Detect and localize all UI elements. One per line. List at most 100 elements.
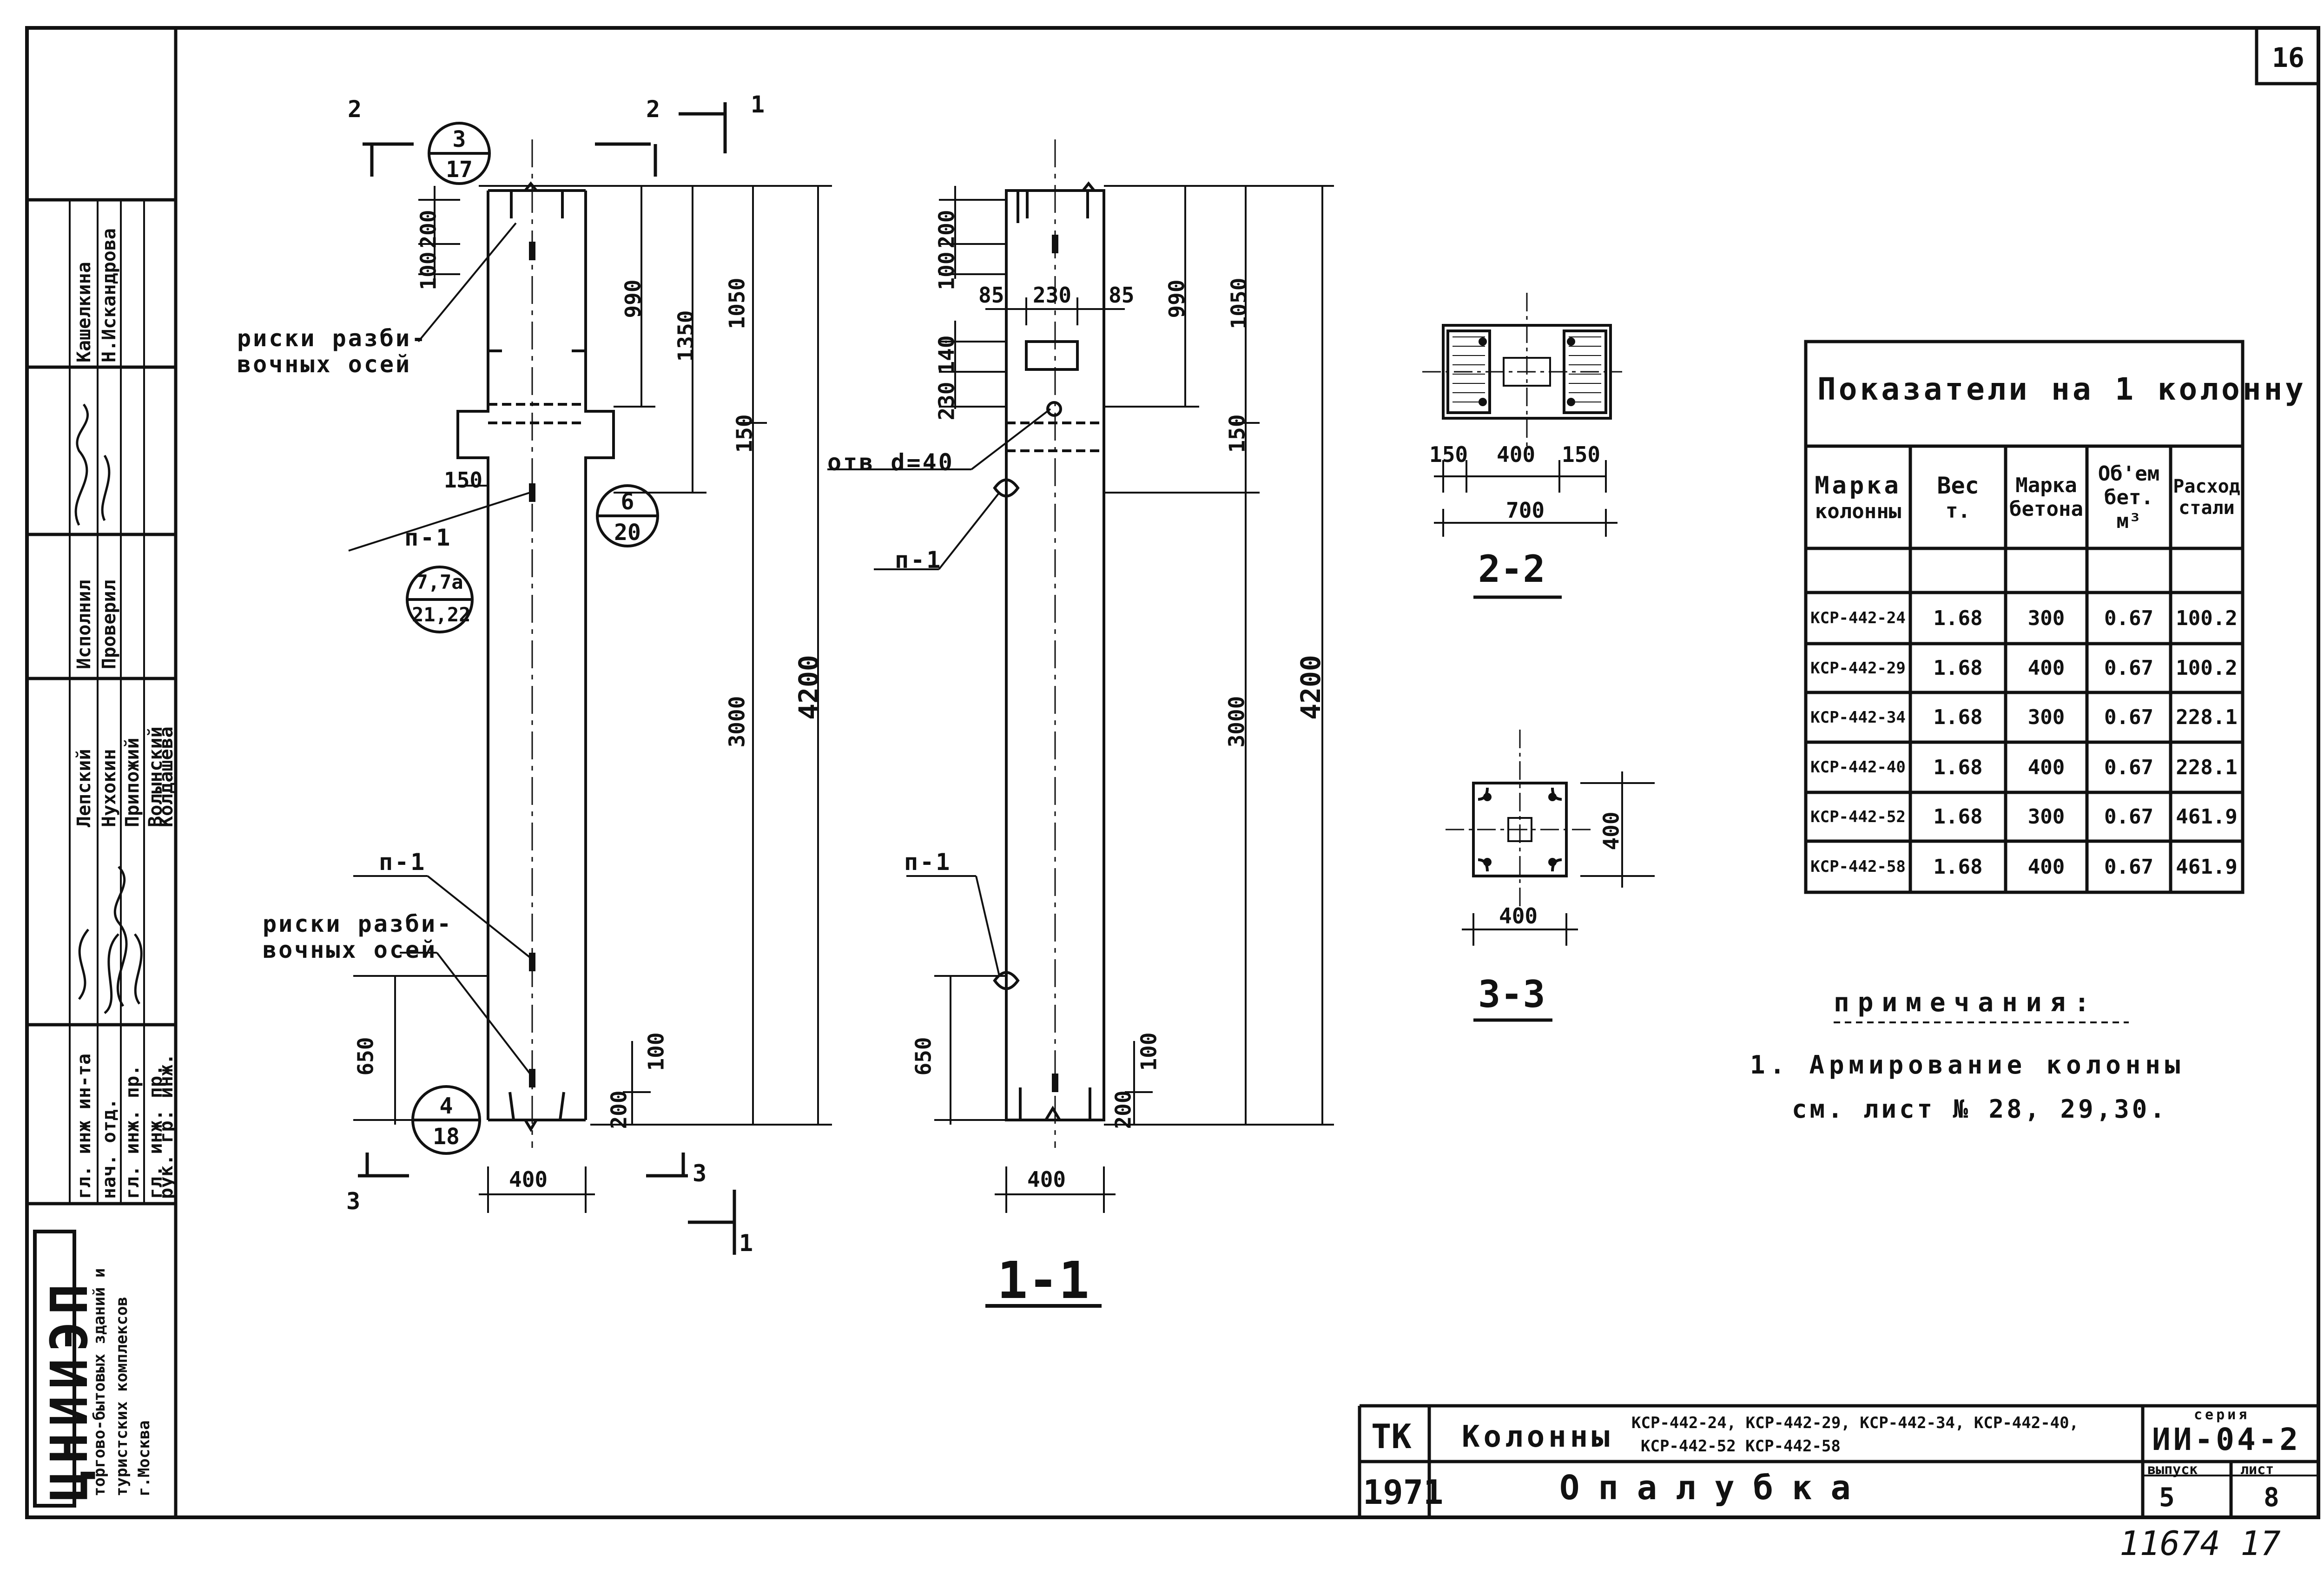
- dim-sect-85a: 85: [978, 283, 1004, 308]
- table-cell: 0.67: [2104, 855, 2153, 879]
- dim-sect-200: 200: [934, 210, 959, 249]
- table-cell: 300: [2027, 606, 2065, 630]
- cut-mark-2b: 2: [646, 96, 662, 123]
- table-title: Показатели на 1 колонну: [1817, 371, 2306, 407]
- title-issue-label: выпуск: [2147, 1462, 2198, 1478]
- cut-mark-3a: 3: [346, 1188, 363, 1215]
- dim-sect-990: 990: [1164, 279, 1189, 318]
- table-header-volume-l1: Об'ем: [2098, 461, 2160, 486]
- table-cell: 0.67: [2104, 805, 2153, 829]
- dim-sect-400: 400: [1027, 1167, 1066, 1192]
- table-header-mark-l1: Марка: [1815, 471, 1901, 500]
- title-series: ИИ-04-2: [2152, 1422, 2301, 1457]
- table-header-volume: Об'ем бет. м³: [2087, 448, 2171, 546]
- table-cell: 228.1: [2176, 755, 2238, 779]
- table-cell: 1.68: [1933, 656, 1983, 680]
- table-cell: 300: [2027, 705, 2065, 729]
- label-otv: отв d=40: [827, 449, 954, 476]
- table-cell: КСР-442-52: [1810, 807, 1906, 826]
- callout-1-bot: 17: [446, 157, 473, 183]
- table-cell: 1.68: [1933, 606, 1983, 630]
- section-title-3-3: 3-3: [1478, 973, 1545, 1016]
- table-cell: 400: [2027, 755, 2065, 779]
- table-cell: КСР-442-29: [1810, 659, 1906, 678]
- table-header-concrete-l2: бетона: [2009, 497, 2083, 521]
- dim-22-a: 150: [1429, 442, 1468, 467]
- dim-elev-150h: 150: [444, 468, 483, 493]
- table-cell: 0.67: [2104, 705, 2153, 729]
- title-subtitle: Опалубка: [1559, 1468, 1869, 1507]
- title-tk: ТК: [1371, 1417, 1412, 1456]
- dim-22-total: 700: [1506, 498, 1545, 523]
- table-cell: 100.2: [2176, 656, 2238, 680]
- callout-2-top: 6: [621, 489, 634, 515]
- notes-item-1: 1. Армирование колонны: [1750, 1050, 2185, 1080]
- dim-sect-140: 140: [934, 335, 959, 374]
- table-header-steel-l1: Расход: [2173, 476, 2240, 497]
- dim-22-b: 400: [1497, 442, 1536, 467]
- dim-elev-200: 200: [416, 210, 441, 249]
- title-series-label: серия: [2194, 1407, 2250, 1423]
- dim-elev-1050: 1050: [724, 277, 750, 329]
- dim-sect-230: 230: [1033, 283, 1072, 308]
- dim-sect-230v: 230: [934, 382, 959, 421]
- dim-33-h: 400: [1598, 811, 1624, 850]
- notes-title: примечания:: [1834, 988, 2098, 1018]
- dim-elev-400: 400: [509, 1167, 548, 1192]
- table-cell: 461.9: [2176, 805, 2238, 829]
- callout-4-top: 4: [439, 1093, 453, 1119]
- dim-sect-4200: 4200: [1294, 655, 1327, 720]
- table-header-steel: Расход стали: [2171, 448, 2243, 546]
- cut-mark-1a: 1: [751, 91, 767, 118]
- table-cell: 100.2: [2176, 606, 2238, 630]
- title-marks-1: КСР-442-24, КСР-442-29, КСР-442-34, КСР-…: [1631, 1414, 2079, 1432]
- title-year: 1971: [1363, 1473, 1444, 1512]
- cut-mark-1b: 1: [739, 1230, 755, 1257]
- section-title-2-2: 2-2: [1478, 547, 1545, 591]
- dim-sect-200b: 200: [1110, 1090, 1136, 1129]
- table-cell: КСР-442-34: [1810, 708, 1906, 727]
- table-cell: 400: [2027, 656, 2065, 680]
- label-risks-top: риски разби- вочных осей: [237, 325, 428, 378]
- table-cell: 1.68: [1933, 805, 1983, 829]
- dim-sect-85b: 85: [1109, 283, 1135, 308]
- table-header-weight-l1: Вес: [1937, 472, 1979, 499]
- dim-elev-4200: 4200: [792, 655, 825, 720]
- label-p1-d: п-1: [904, 849, 952, 876]
- table-cell: 0.67: [2104, 656, 2153, 680]
- notes-item-1b: см. лист № 28, 29,30.: [1792, 1094, 2168, 1124]
- table-header-steel-l2: стали: [2179, 497, 2235, 519]
- dim-sect-100: 100: [934, 251, 959, 290]
- title-sheet: 8: [2264, 1482, 2279, 1513]
- dim-sect-650: 650: [911, 1037, 936, 1076]
- dim-elev-3000: 3000: [724, 696, 750, 748]
- section-title-1-1: 1-1: [997, 1251, 1089, 1310]
- title-sheet-label: лист: [2240, 1462, 2274, 1478]
- table-cell: КСР-442-58: [1810, 857, 1906, 876]
- table-header-mark-l2: колонны: [1815, 499, 1901, 523]
- dim-22-c: 150: [1562, 442, 1601, 467]
- table-cell: 0.67: [2104, 606, 2153, 630]
- label-risks-bottom: риски разби- вочных осей: [263, 910, 453, 963]
- table-cell: КСР-442-40: [1810, 758, 1906, 777]
- table-cell: 461.9: [2176, 855, 2238, 879]
- table-header-concrete-l1: Марка: [2015, 474, 2077, 497]
- callout-3-top: 7,7а: [416, 571, 463, 593]
- label-p1-c: п-1: [895, 547, 943, 573]
- dim-sect-100b: 100: [1136, 1032, 1162, 1071]
- table-cell: 228.1: [2176, 705, 2238, 729]
- label-p1-a: п-1: [404, 524, 452, 551]
- sheet-number: 16: [2272, 42, 2304, 73]
- callout-3-bot: 21,22: [412, 603, 471, 626]
- dim-elev-200b: 200: [606, 1090, 632, 1129]
- table-cell: КСР-442-24: [1810, 609, 1906, 627]
- cut-mark-2a: 2: [348, 96, 364, 123]
- title-marks-2: КСР-442-52 КСР-442-58: [1641, 1437, 1841, 1456]
- title-name: Колонны: [1462, 1420, 1613, 1454]
- table-header-mark: Марка колонны: [1806, 448, 1910, 546]
- table-cell: 1.68: [1933, 755, 1983, 779]
- dim-elev-100b: 100: [643, 1032, 669, 1071]
- callout-2-bot: 20: [614, 520, 641, 546]
- callout-4-bot: 18: [433, 1124, 460, 1150]
